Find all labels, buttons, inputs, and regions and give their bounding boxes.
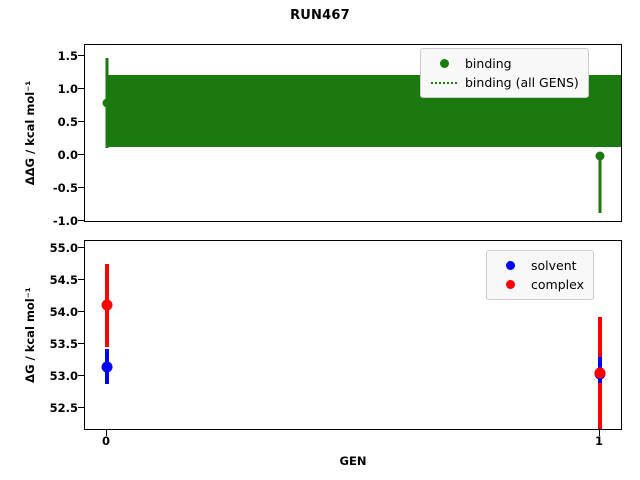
y-tick-mark — [78, 220, 84, 221]
y-axis-label-bottom: ΔG / kcal mol⁻¹ — [23, 287, 37, 383]
y-tick-mark — [78, 343, 84, 344]
legend-entry-binding[interactable]: binding — [428, 54, 579, 73]
legend-top-panel[interactable]: binding binding (all GENS) — [420, 48, 589, 98]
legend-entry-solvent[interactable]: solvent — [494, 256, 584, 275]
legend-bottom-panel[interactable]: solvent complex — [486, 250, 594, 300]
y-tick-mark — [78, 311, 84, 312]
y-axis-label-top: ΔΔG / kcal mol⁻¹ — [23, 80, 37, 186]
y-tick-label: -1.0 — [52, 214, 78, 228]
all-gens-mean-dotted-line — [107, 111, 621, 113]
errorbar-binding-gen1 — [598, 156, 602, 213]
y-tick-mark — [78, 187, 84, 188]
y-tick-label: 0.5 — [57, 115, 78, 129]
y-tick-label: 1.0 — [57, 82, 78, 96]
y-tick-label: 54.5 — [49, 273, 78, 287]
datapoint-complex-gen0 — [101, 299, 113, 311]
x-tick-mark — [599, 430, 600, 436]
legend-label: binding — [465, 56, 512, 71]
y-tick-label: 55.0 — [49, 241, 78, 255]
legend-entry-binding-all-gens[interactable]: binding (all GENS) — [428, 73, 579, 92]
datapoint-binding-gen1 — [595, 151, 605, 161]
y-axis-ticks-top: -1.0 -0.5 0.0 0.5 1.0 1.5 — [6, 44, 78, 228]
y-tick-label: 0.0 — [57, 148, 78, 162]
y-tick-mark — [78, 55, 84, 56]
y-tick-mark — [78, 121, 84, 122]
y-tick-label: 53.5 — [49, 337, 78, 351]
legend-marker-dot-icon — [494, 280, 526, 289]
x-tick-label: 0 — [101, 434, 111, 448]
legend-label: solvent — [531, 258, 577, 273]
legend-label: binding (all GENS) — [465, 75, 579, 90]
legend-marker-dot-icon — [428, 59, 460, 68]
legend-entry-complex[interactable]: complex — [494, 275, 584, 294]
y-tick-label: 52.5 — [49, 401, 78, 415]
datapoint-complex-gen1 — [594, 367, 606, 379]
y-axis-ticks-bottom: 52.5 53.0 53.5 54.0 54.5 55.0 — [6, 240, 78, 430]
y-tick-mark — [78, 407, 84, 408]
x-axis-label: GEN — [339, 454, 367, 468]
y-tick-mark — [78, 247, 84, 248]
legend-dotted-line-icon — [428, 81, 460, 84]
y-tick-mark — [78, 279, 84, 280]
figure-title: RUN467 — [290, 8, 350, 23]
x-tick-label: 1 — [594, 434, 604, 448]
legend-marker-dot-icon — [494, 261, 526, 270]
y-tick-mark — [78, 375, 84, 376]
y-tick-label: 1.5 — [57, 49, 78, 63]
legend-label: complex — [531, 277, 584, 292]
datapoint-binding-gen0 — [102, 98, 112, 108]
x-tick-mark — [106, 430, 107, 436]
y-tick-label: -0.5 — [52, 181, 78, 195]
y-tick-mark — [78, 154, 84, 155]
y-tick-label: 53.0 — [49, 369, 78, 383]
y-tick-mark — [78, 88, 84, 89]
datapoint-solvent-gen0 — [101, 361, 113, 373]
y-tick-label: 54.0 — [49, 305, 78, 319]
